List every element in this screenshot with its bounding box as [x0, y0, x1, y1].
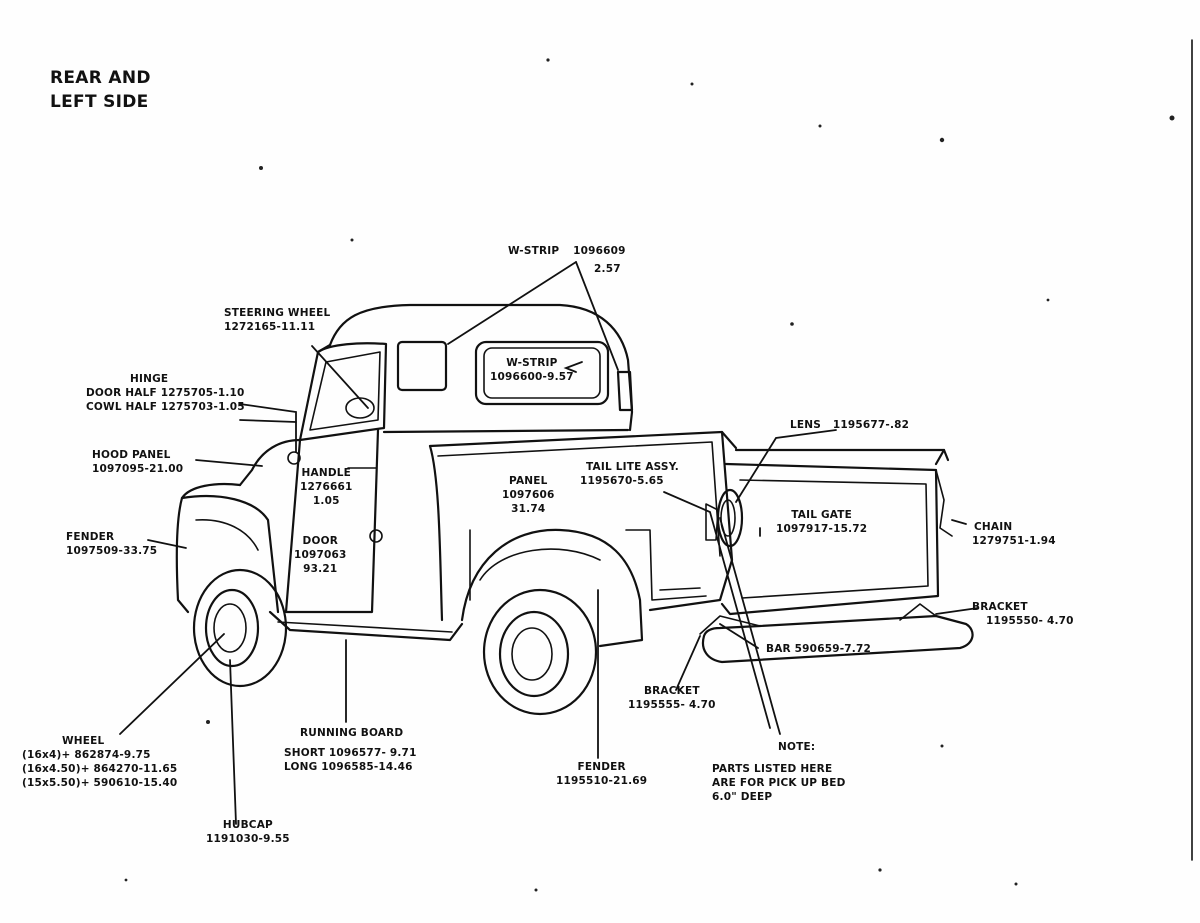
tail-gate-part: 1097917-15.72: [776, 523, 868, 535]
title-line-1: REAR AND: [50, 68, 151, 88]
fender-front-name: FENDER: [66, 531, 115, 543]
wheels: [192, 568, 598, 716]
hinge-cowl-half: COWL HALF 1275703-1.05: [86, 401, 245, 413]
panel-price: 31.74: [511, 503, 546, 515]
fender-front-part: 1097509-33.75: [66, 545, 158, 557]
note-line-2: ARE FOR PICK UP BED: [712, 777, 846, 789]
bar-text: BAR 590659-7.72: [766, 643, 871, 655]
tail-gate-outline: [705, 448, 953, 616]
handle-part: 1276661: [300, 481, 353, 493]
hinge-door-half: DOOR HALF 1275705-1.10: [86, 387, 245, 399]
label-hubcap: HUBCAP 1191030-9.55: [206, 818, 290, 846]
steering-wheel-name: STEERING WHEEL: [224, 307, 331, 319]
label-door: DOOR 1097063 93.21: [294, 534, 347, 576]
running-board-long: LONG 1096585-14.46: [284, 761, 413, 773]
cab-outline: [298, 303, 634, 442]
running-board-name: RUNNING BOARD: [300, 727, 404, 739]
bracket-right-part: 1195550- 4.70: [986, 615, 1074, 627]
running-board-short: SHORT 1096577- 9.71: [284, 747, 417, 759]
wheel-name: WHEEL: [62, 735, 105, 747]
wheel-line-3: (15x5.50)+ 590610-15.40: [22, 777, 178, 789]
tail-gate-name: TAIL GATE: [791, 509, 853, 521]
label-fender-rear: FENDER 1195510-21.69: [556, 760, 647, 788]
w-strip-window-name: W-STRIP: [506, 357, 558, 369]
note-line-1: PARTS LISTED HERE: [712, 763, 833, 775]
label-note: NOTE: PARTS LISTED HERE ARE FOR PICK UP …: [712, 740, 846, 804]
steering-wheel-part: 1272165-11.11: [224, 321, 316, 333]
tail-lite-part: 1195670-5.65: [580, 475, 664, 487]
label-chain: CHAIN 1279751-1.94: [972, 520, 1056, 548]
scan-specks: [124, 58, 1175, 892]
hood-panel-part: 1097095-21.00: [92, 463, 184, 475]
wheel-line-1: (16x4)+ 862874-9.75: [22, 749, 151, 761]
label-bracket-right: BRACKET 1195550- 4.70: [972, 600, 1074, 628]
label-panel: PANEL 1097606 31.74: [502, 474, 555, 516]
lens-part: 1195677-.82: [832, 419, 910, 431]
bracket-right-name: BRACKET: [972, 601, 1028, 613]
label-tail-gate: TAIL GATE 1097917-15.72: [776, 508, 867, 536]
hinge-name: HINGE: [130, 373, 169, 385]
label-bracket-mid: BRACKET 1195555- 4.70: [628, 684, 716, 712]
label-wheel: WHEEL (16x4)+ 862874-9.75 (16x4.50)+ 864…: [22, 734, 177, 790]
label-w-strip-top: W-STRIP 1096609: [508, 244, 626, 258]
w-strip-top-part: 1096609: [573, 245, 626, 257]
bracket-mid-part: 1195555- 4.70: [628, 699, 716, 711]
label-fender-front: FENDER 1097509-33.75: [66, 530, 157, 558]
lens-name: LENS: [790, 419, 822, 431]
label-hood-panel: HOOD PANEL 1097095-21.00: [92, 448, 183, 476]
label-hinge: HINGE DOOR HALF 1275705-1.10 COWL HALF 1…: [86, 372, 245, 414]
rear-bumper-outline: [699, 603, 974, 664]
handle-name: HANDLE: [301, 467, 352, 479]
page-title: REAR AND LEFT SIDE: [50, 66, 151, 114]
label-tail-lite: TAIL LITE ASSY. 1195670-5.65: [580, 460, 679, 488]
chain-part: 1279751-1.94: [972, 535, 1056, 547]
fender-rear-part: 1195510-21.69: [556, 775, 648, 787]
label-w-strip-window: W-STRIP 1096600-9.57: [490, 356, 574, 384]
label-running-board: RUNNING BOARD SHORT 1096577- 9.71 LONG 1…: [284, 726, 417, 774]
running-board-outline: [268, 610, 464, 642]
bracket-mid-name: BRACKET: [643, 685, 700, 697]
label-lens: LENS 1195677-.82: [790, 418, 909, 432]
w-strip-window-part: 1096600-9.57: [490, 371, 574, 383]
label-steering-wheel: STEERING WHEEL 1272165-11.11: [224, 306, 330, 334]
label-handle: HANDLE 1276661 1.05: [300, 466, 353, 508]
door-part: 1097063: [294, 549, 347, 561]
front-body-outline: [175, 428, 383, 614]
tail-lite-name: TAIL LITE ASSY.: [586, 461, 679, 473]
panel-part: 1097606: [502, 489, 555, 501]
handle-price: 1.05: [312, 495, 340, 507]
wheel-line-2: (16x4.50)+ 864270-11.65: [22, 763, 178, 775]
hubcap-name: HUBCAP: [222, 819, 273, 831]
chain-name: CHAIN: [974, 521, 1013, 533]
hubcap-part: 1191030-9.55: [206, 833, 290, 845]
w-strip-top-name: W-STRIP: [508, 245, 560, 257]
w-strip-top-price: 2.57: [594, 263, 621, 275]
door-price: 93.21: [303, 563, 338, 575]
note-line-3: 6.0" DEEP: [712, 791, 773, 803]
leader-lines: [119, 261, 979, 825]
title-line-2: LEFT SIDE: [50, 92, 149, 112]
panel-name: PANEL: [509, 475, 548, 487]
hood-panel-name: HOOD PANEL: [92, 449, 171, 461]
note-heading: NOTE:: [778, 741, 816, 753]
door-name: DOOR: [302, 535, 338, 547]
fender-rear-name: FENDER: [577, 761, 626, 773]
label-w-strip-top-price: 2.57: [594, 262, 621, 276]
label-bar: BAR 590659-7.72: [766, 642, 871, 656]
